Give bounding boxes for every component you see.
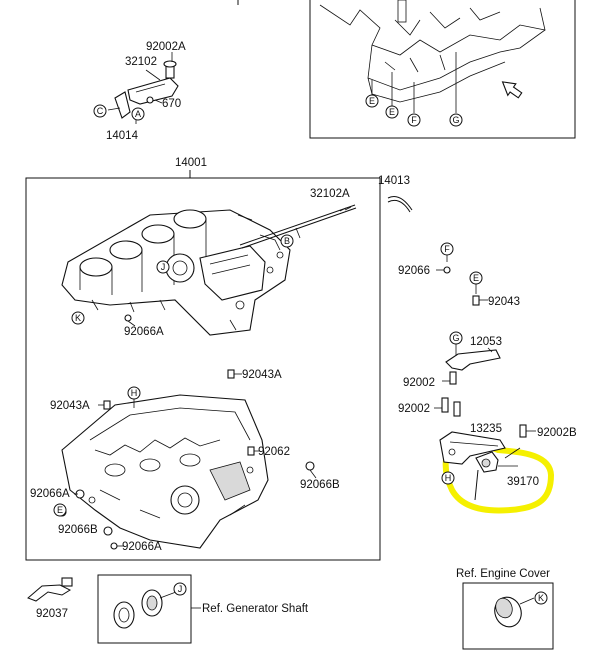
callout-H-main: H xyxy=(127,386,141,400)
label-92002A-top: 92002A xyxy=(146,41,186,53)
svg-text:K: K xyxy=(75,313,81,323)
callout-E-right: E xyxy=(469,271,483,285)
svg-text:G: G xyxy=(452,333,459,343)
label-ref-generator-shaft: Ref. Generator Shaft xyxy=(202,603,309,615)
svg-text:K: K xyxy=(538,593,544,603)
crankcase-box xyxy=(25,177,381,561)
seals-generator xyxy=(113,589,177,629)
svg-text:C: C xyxy=(97,106,104,116)
svg-text:E: E xyxy=(473,273,479,283)
label-92062: 92062 xyxy=(258,446,290,458)
lower-crankcase xyxy=(61,394,269,549)
label-92002-b: 92002 xyxy=(398,403,430,415)
label-92066B-left: 92066B xyxy=(58,524,98,536)
label-92037: 92037 xyxy=(36,608,68,620)
label-92043A-right: 92043A xyxy=(242,369,282,381)
callout-G-top: G xyxy=(449,113,463,127)
svg-text:E: E xyxy=(57,505,63,515)
svg-text:H: H xyxy=(445,473,452,483)
bracket-assembly-32102 xyxy=(107,52,179,124)
svg-text:F: F xyxy=(411,115,417,125)
svg-text:G: G xyxy=(452,115,459,125)
label-92043: 92043 xyxy=(488,296,520,308)
callout-C: C xyxy=(93,104,107,118)
plug-engine-cover xyxy=(494,596,535,628)
clip-92037 xyxy=(27,577,73,602)
bolt-92002-a xyxy=(449,371,457,385)
oring-14013 xyxy=(387,196,413,213)
svg-text:J: J xyxy=(161,262,166,272)
upper-crankcase xyxy=(61,209,291,336)
callout-H-right: H xyxy=(441,471,455,485)
callout-J: J xyxy=(156,260,170,274)
svg-text:A: A xyxy=(135,109,141,119)
label-14001: 14001 xyxy=(175,157,207,169)
guide-12053 xyxy=(445,349,501,371)
svg-text:H: H xyxy=(131,388,138,398)
bolt-92002-b2 xyxy=(453,401,461,417)
bolt-92043A-left xyxy=(103,400,111,410)
label-32102-top: 32102 xyxy=(125,56,157,68)
bolt-92062 xyxy=(247,446,255,456)
callout-K-main: K xyxy=(71,311,85,325)
callout-A: A xyxy=(131,107,145,121)
svg-text:J: J xyxy=(178,584,183,594)
label-32102A: 32102A xyxy=(310,188,350,200)
label-92002-a: 92002 xyxy=(403,377,435,389)
callout-J-bottom: J xyxy=(173,582,187,596)
label-14014: 14014 xyxy=(106,130,139,142)
label-670: 670 xyxy=(162,98,181,110)
callout-E-main: E xyxy=(53,503,67,517)
top-detail-box xyxy=(309,0,576,139)
bolt-92066A-upper xyxy=(124,314,132,322)
label-92002B: 92002B xyxy=(537,427,577,439)
ring-92066 xyxy=(443,266,451,274)
label-92043A-left: 92043A xyxy=(50,400,90,412)
label-92066A-left: 92066A xyxy=(30,488,70,500)
bolt-92043A-right xyxy=(227,369,235,379)
label-92066: 92066 xyxy=(398,265,430,277)
label-13235: 13235 xyxy=(470,423,502,435)
svg-text:F: F xyxy=(444,244,450,254)
engine-cover-box xyxy=(462,582,554,650)
label-14013: 14013 xyxy=(378,175,410,187)
dowel-92066B-right xyxy=(305,461,315,471)
label-39170: 39170 xyxy=(507,476,539,488)
label-92066A-upper: 92066A xyxy=(124,326,164,338)
callout-F-top: F xyxy=(407,113,421,127)
label-92066A-bottom: 92066A xyxy=(122,541,162,553)
callout-G-right: G xyxy=(449,331,463,345)
label-12053: 12053 xyxy=(470,336,502,348)
bolt-92002-b1 xyxy=(441,397,449,413)
bolt-92043 xyxy=(472,295,480,306)
bolt-92002B xyxy=(519,424,527,438)
label-ref-engine-cover: Ref. Engine Cover xyxy=(456,568,550,580)
guide-39170 xyxy=(474,447,521,501)
callout-K-bottom: K xyxy=(534,591,548,605)
generator-shaft-box xyxy=(97,574,192,644)
svg-text:E: E xyxy=(369,96,375,106)
callout-E-top-2: E xyxy=(385,105,399,119)
stud-32102A xyxy=(239,204,357,249)
svg-text:E: E xyxy=(389,107,395,117)
dowel-92066A-bottom xyxy=(103,526,113,536)
svg-text:B: B xyxy=(284,236,290,246)
callout-F-right: F xyxy=(440,242,454,256)
tensioner-13235 xyxy=(439,431,506,465)
callout-B: B xyxy=(280,234,294,248)
callout-E-top-1: E xyxy=(365,94,379,108)
label-92066B-right: 92066B xyxy=(300,479,340,491)
